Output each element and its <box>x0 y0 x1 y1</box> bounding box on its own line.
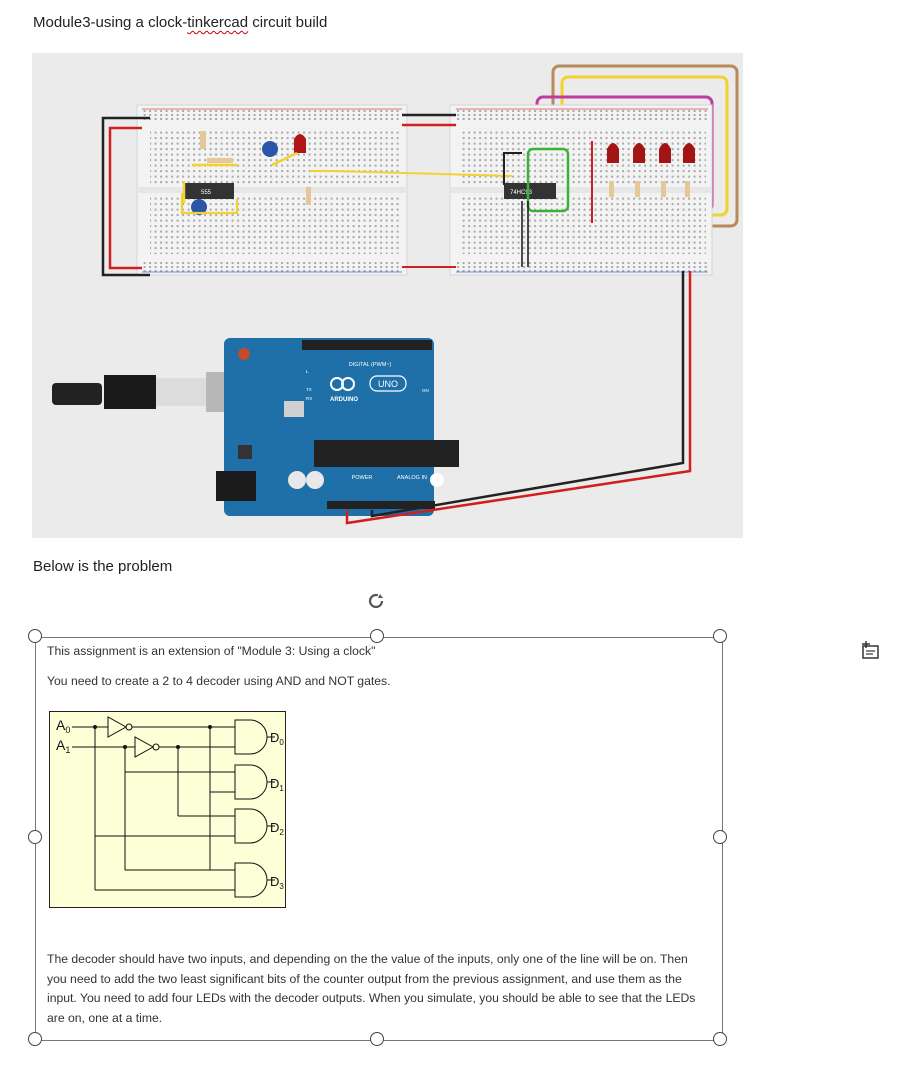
led-red-1 <box>294 134 306 153</box>
arduino-analog-label: ANALOG IN <box>397 475 427 481</box>
arduino-tx: TX <box>306 387 312 392</box>
document-title: Module3-using a clock-tinkercad circuit … <box>33 14 327 31</box>
output-d2-label: D2 <box>270 820 284 837</box>
resistor-1 <box>200 131 206 149</box>
input-a1-label: 1 <box>65 745 70 755</box>
problem-heading: Below is the problem <box>33 558 173 575</box>
resize-handle-bottom-right[interactable] <box>713 1032 727 1046</box>
breadboard-2 <box>449 104 713 276</box>
title-prefix: Module3-using a clock- <box>33 14 188 31</box>
output-d3-label: 3 <box>279 882 284 891</box>
problem-line-1: This assignment is an extension of "Modu… <box>47 644 376 658</box>
usb-cable <box>52 372 246 412</box>
capacitor-1 <box>262 141 278 157</box>
layout-options-icon[interactable] <box>860 639 882 666</box>
arduino-l: L <box>306 369 309 374</box>
resize-handle-bottom-center[interactable] <box>370 1032 384 1046</box>
circuit-svg: 555 74HC93 <box>52 64 739 525</box>
input-a0-label: A0 <box>56 717 70 735</box>
resize-handle-middle-right[interactable] <box>713 830 727 844</box>
output-d1-label: D1 <box>270 776 284 793</box>
breadboard-1 <box>136 104 408 276</box>
output-leds <box>591 141 695 223</box>
wire-chip-ground <box>521 201 529 267</box>
resistor-3 <box>306 187 311 205</box>
wire-yellow-clock <box>310 170 513 177</box>
output-d2-label: 2 <box>279 828 284 837</box>
arduino-rx: RX <box>306 396 312 401</box>
wire-yellow-1 <box>182 151 298 203</box>
arduino-brand: ARDUINO <box>330 397 358 403</box>
wire-black-power <box>370 271 685 518</box>
output-d1-label: 1 <box>279 784 284 793</box>
input-a1-label: A1 <box>56 737 70 755</box>
output-d0-label: D0 <box>270 730 284 747</box>
chip-555 <box>184 183 234 199</box>
problem-line-3: The decoder should have two inputs, and … <box>47 952 696 1026</box>
wire-yellow-555-out <box>180 193 239 215</box>
resistor-2 <box>207 158 233 163</box>
decoder-logic-diagram: A0 A1 <box>49 711 286 908</box>
arduino-model: UNO <box>378 379 398 389</box>
resize-handle-bottom-left[interactable] <box>28 1032 42 1046</box>
input-a0-label: 0 <box>65 725 70 735</box>
arduino-power-label: POWER <box>352 475 373 481</box>
wire-black-rail <box>101 116 150 277</box>
resize-handle-middle-left[interactable] <box>28 830 42 844</box>
wire-red-power <box>345 271 692 525</box>
chip-74hc93-label: 74HC93 <box>510 190 533 196</box>
wire-black-chip <box>503 152 522 185</box>
arduino-digital-label: DIGITAL (PWM~) <box>349 362 392 368</box>
output-d3-label: D3 <box>270 874 284 891</box>
capacitor-2 <box>191 199 207 215</box>
output-d0-label: 0 <box>279 738 284 747</box>
resize-handle-top-center[interactable] <box>370 629 384 643</box>
chip-555-label: 555 <box>201 190 212 196</box>
title-misspelled-word: tinkercad <box>187 14 249 31</box>
chip-74hc93 <box>504 183 556 199</box>
arduino-on: ON <box>422 388 429 393</box>
resize-handle-top-right[interactable] <box>713 629 727 643</box>
resize-handle-top-left[interactable] <box>28 629 42 643</box>
arduino-uno: DIGITAL (PWM~) UNO ARDUINO TX RX L ON PO… <box>216 338 459 516</box>
wire-red-rail <box>108 126 142 270</box>
title-suffix: circuit build <box>248 14 328 31</box>
rotate-handle-icon[interactable] <box>367 592 385 610</box>
wire-green <box>526 147 570 213</box>
tinkercad-circuit-image[interactable]: 555 74HC93 <box>32 53 743 538</box>
problem-line-2: You need to create a 2 to 4 decoder usin… <box>47 674 391 688</box>
